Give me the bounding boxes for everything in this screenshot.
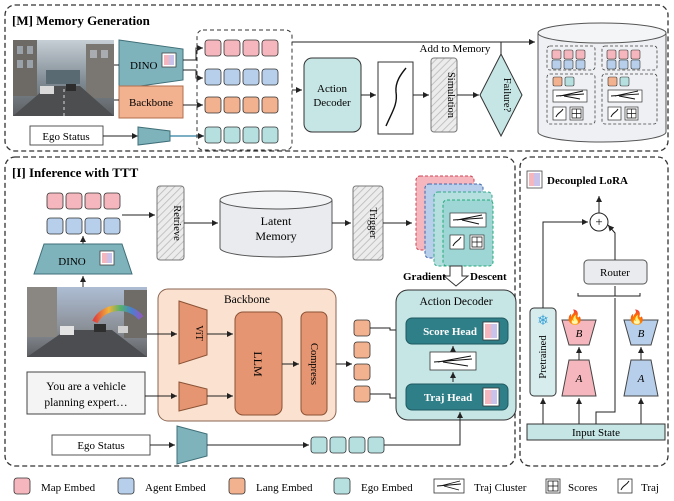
- snowflake-icon: ❄: [537, 314, 549, 329]
- driving-camera-image-inference: [27, 287, 147, 357]
- failure-label: Failure?: [501, 78, 512, 113]
- agent-token-row-memory: [204, 68, 279, 86]
- dino-encoder-memory: [118, 39, 184, 90]
- score-head-label: Score Head: [423, 326, 477, 338]
- vit-encoder: [178, 300, 208, 365]
- flame-icon-left: 🔥: [566, 309, 583, 326]
- a-label-left: A: [575, 373, 583, 385]
- agent-token-row-inference: [46, 217, 121, 235]
- backbone-block-memory: [118, 85, 184, 119]
- retrieve-label: Retrieve: [171, 205, 182, 241]
- map-token-row-inference: [46, 192, 121, 210]
- legend-agent-swatch: [117, 477, 135, 495]
- simulation-label: Simulation: [445, 72, 456, 119]
- legend-scores-label: Scores: [568, 482, 597, 494]
- ego-token-row-inference: [310, 436, 385, 454]
- ego-status-label-memory: Ego Status: [42, 131, 89, 143]
- inference-section-title: [I] Inference with TTT: [12, 165, 139, 180]
- lora-b-matrix-left: [561, 319, 597, 346]
- lora-a-matrix-left: [561, 359, 597, 397]
- sum-symbol: +: [595, 214, 602, 229]
- traj-icon: [617, 478, 633, 494]
- legend-lang-label: Lang Embed: [256, 482, 313, 494]
- ego-status-label-inference: Ego Status: [77, 440, 124, 452]
- legend-traj-cluster-label: Traj Cluster: [474, 482, 527, 494]
- failure-decision-diamond: [479, 52, 523, 138]
- descent-label: Descent: [470, 271, 507, 283]
- latent-memory-label-line2: Memory: [255, 229, 296, 243]
- lora-b-matrix-right: [623, 319, 659, 346]
- prompt-line1: You are a vehicle: [46, 381, 126, 393]
- text-tokenizer: [178, 381, 208, 412]
- pretrained-label: Pretrained: [538, 335, 549, 379]
- memory-bank-cylinder: [537, 22, 667, 143]
- action-decoder-label-line2-memory: Decoder: [313, 97, 351, 109]
- memory-section-title: [M] Memory Generation: [12, 13, 151, 28]
- a-label-right: A: [637, 373, 645, 385]
- b-label-right: B: [638, 328, 645, 340]
- legend: Map Embed Agent Embed Lang Embed Ego Emb…: [13, 477, 659, 495]
- map-token-row-memory: [204, 39, 279, 57]
- latent-memory-label-line1: Latent: [261, 214, 292, 228]
- driving-camera-image-memory: [13, 40, 114, 116]
- decoupled-lora-title: Decoupled LoRA: [547, 175, 628, 187]
- lang-token-column-inference: [353, 319, 371, 403]
- legend-map-swatch: [13, 477, 31, 495]
- dino-label-inference: DINO: [58, 256, 86, 268]
- input-state-label: Input State: [572, 427, 620, 439]
- trigger-label: Trigger: [367, 207, 378, 239]
- memory-section-frame: [4, 4, 669, 152]
- prompt-line2: planning expert…: [44, 397, 127, 409]
- b-label-left: B: [576, 328, 583, 340]
- ego-encoder-inference: [176, 425, 208, 465]
- vit-label: ViT: [193, 325, 204, 341]
- lang-token-row-memory: [204, 96, 279, 114]
- traj-head: [405, 383, 509, 411]
- compress-label: Compress: [308, 343, 319, 385]
- legend-ego-swatch: [333, 477, 351, 495]
- legend-lang-swatch: [228, 477, 246, 495]
- compress-block: [300, 311, 328, 416]
- dino-label-memory: DINO: [130, 60, 158, 72]
- trajectory-output-memory: [377, 61, 414, 135]
- action-decoder-label-inference: Action Decoder: [419, 296, 492, 308]
- legend-ego-label: Ego Embed: [361, 482, 413, 494]
- llm-label: LLM: [251, 351, 265, 377]
- ego-encoder-memory: [137, 126, 171, 146]
- action-decoder-label-line1-memory: Action: [317, 83, 347, 95]
- flame-icon-right: 🔥: [628, 309, 645, 326]
- backbone-label-memory: Backbone: [129, 97, 173, 109]
- router-label: Router: [600, 267, 630, 279]
- legend-map-label: Map Embed: [41, 482, 96, 494]
- legend-agent-label: Agent Embed: [145, 482, 206, 494]
- ego-token-row-memory: [204, 126, 279, 144]
- gradient-label: Gradient: [403, 271, 446, 283]
- lora-a-matrix-right: [623, 359, 659, 397]
- lora-panel-frame: [519, 156, 669, 467]
- action-decoder-memory: [303, 57, 362, 133]
- traj-head-label: Traj Head: [424, 392, 472, 404]
- legend-traj-label: Traj: [641, 482, 659, 494]
- backbone-label-inference: Backbone: [224, 294, 270, 306]
- latent-memory-cylinder: [219, 190, 333, 258]
- retrieved-memory-stack: [415, 175, 494, 267]
- add-to-memory-label: Add to Memory: [420, 43, 491, 55]
- language-prompt-box: [26, 371, 146, 415]
- gradient-descent-arrow: [442, 265, 470, 287]
- score-head: [405, 317, 509, 345]
